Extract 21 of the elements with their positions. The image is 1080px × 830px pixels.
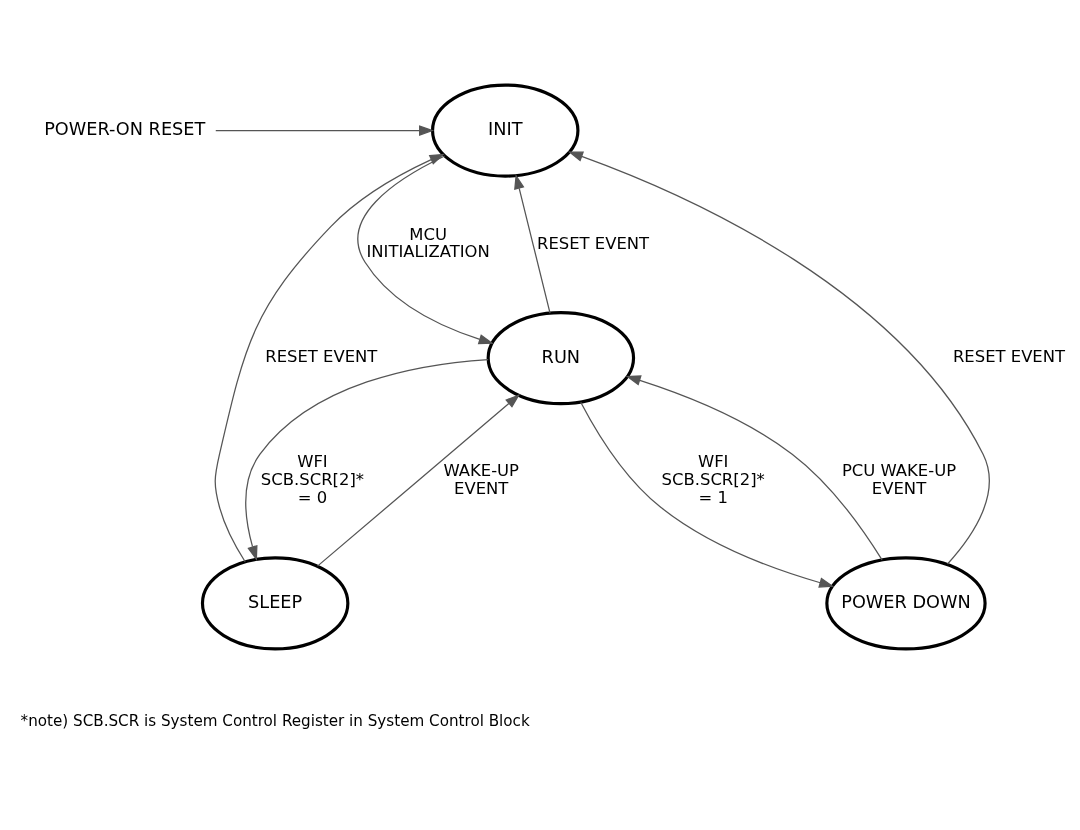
edge-label: WFI SCB.SCR[2]* = 1 [661,452,765,507]
arrow [357,155,494,345]
node-text: POWER-ON RESET [44,119,206,140]
edge-label: RESET EVENT [952,347,1066,367]
edge-label: RESET EVENT [537,233,650,253]
label: *note) SCB.SCR is System Control Register in System Control Block [20,712,530,731]
arrow [567,151,990,565]
edge-label: WAKE-UP EVENT [443,461,520,498]
edge-label: RESET EVENT [265,347,378,367]
edge-label: PCU WAKE-UP EVENT [841,461,957,498]
edge-label: MCU INITIALIZATION [366,224,490,262]
arrow [625,375,883,561]
arrow [215,125,435,136]
arrow [245,358,489,561]
arrow [214,153,445,563]
arrow [514,173,551,314]
node-ellipse: SLEEP [200,556,350,651]
arrow [580,401,835,588]
edge-label: WFI SCB.SCR[2]* = 0 [260,452,365,507]
arrow [316,393,521,567]
node-ellipse: POWER DOWN [825,556,987,651]
